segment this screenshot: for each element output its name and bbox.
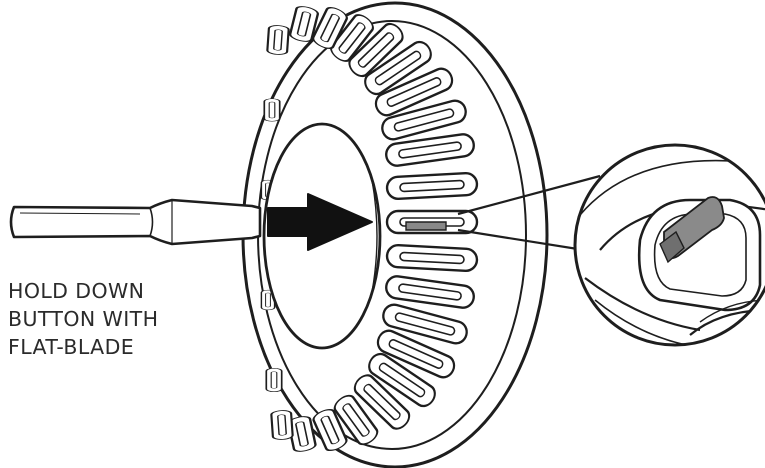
- instruction-line-3: FLAT-BLADE: [8, 333, 228, 361]
- magnified-release-button-icon: [575, 136, 765, 350]
- instruction-line-2: BUTTON WITH: [8, 305, 228, 333]
- release-button: [406, 222, 446, 230]
- instruction-text: HOLD DOWN BUTTON WITH FLAT-BLADE: [8, 277, 228, 361]
- instruction-line-1: HOLD DOWN: [8, 277, 228, 305]
- flat-blade-screwdriver-icon: [11, 200, 260, 244]
